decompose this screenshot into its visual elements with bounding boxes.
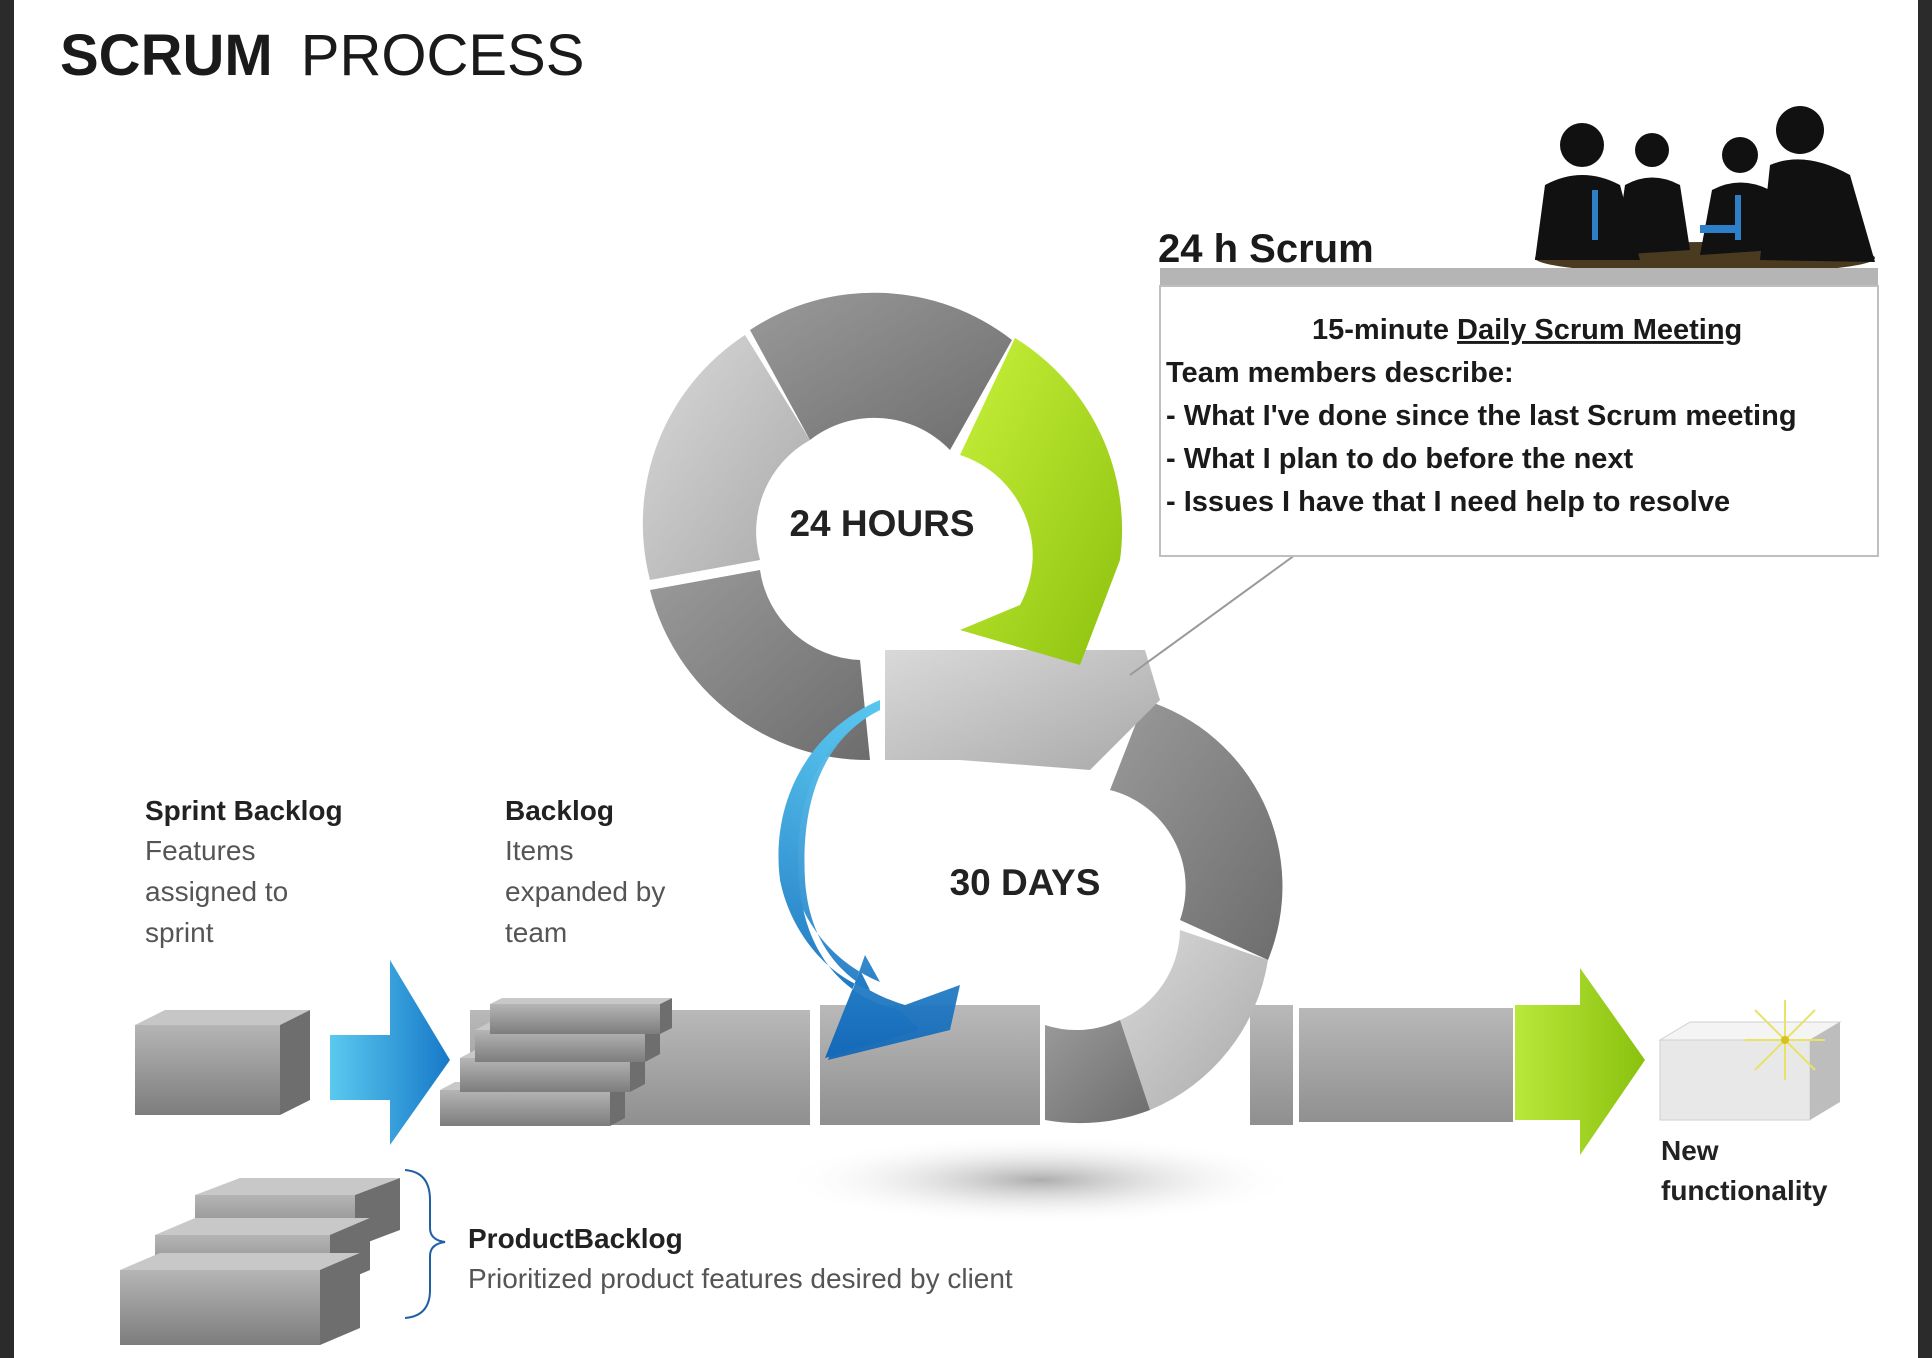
scrum-box-line5: - Issues I have that I need help to reso… bbox=[1166, 486, 1730, 518]
twenty-four-hour-loop bbox=[642, 292, 1123, 761]
cycle-label-24-hours: 24 HOURS bbox=[789, 503, 974, 544]
callout-connector bbox=[1129, 554, 1296, 676]
product-backlog-stack bbox=[120, 1178, 400, 1345]
cycle-label-30-days: 30 DAYS bbox=[950, 862, 1101, 903]
new-functionality-line2: functionality bbox=[1661, 1175, 1828, 1206]
blue-right-arrow bbox=[330, 960, 450, 1145]
sprint-backlog-line2: assigned to bbox=[145, 876, 288, 907]
product-backlog-heading: ProductBacklog bbox=[468, 1223, 683, 1254]
spark-icon bbox=[1745, 1000, 1825, 1080]
thirty-day-loop bbox=[885, 650, 1283, 1124]
product-backlog-text: Prioritized product features desired by … bbox=[468, 1263, 1013, 1294]
scrum-box-line1: 15-minute Daily Scrum Meeting bbox=[1312, 314, 1742, 346]
sprint-backlog-line1: Features bbox=[145, 835, 256, 866]
backlog-heading: Backlog bbox=[505, 795, 614, 826]
scrum-box-line2: Team members describe: bbox=[1166, 357, 1514, 389]
new-functionality-line1: New bbox=[1661, 1135, 1719, 1166]
green-right-arrow bbox=[1515, 968, 1645, 1155]
sprint-backlog-box bbox=[135, 1010, 310, 1115]
backlog-line2: expanded by bbox=[505, 876, 665, 907]
meeting-people-icon bbox=[1535, 106, 1875, 274]
product-backlog-brace bbox=[404, 1169, 446, 1319]
daily-scrum-meeting-link: Daily Scrum Meeting bbox=[1457, 314, 1742, 346]
blue-arrow-body bbox=[789, 705, 960, 1060]
sprint-backlog-line3: sprint bbox=[145, 917, 214, 948]
backlog-line1: Items bbox=[505, 835, 573, 866]
title-rest: PROCESS bbox=[301, 23, 585, 88]
scrum-box-line1-prefix: 15-minute bbox=[1312, 314, 1457, 346]
backlog-line3: team bbox=[505, 917, 567, 948]
scrum-box-line4: - What I plan to do before the next bbox=[1166, 443, 1634, 475]
scrum-box-header-bar bbox=[1160, 268, 1878, 286]
loop-shadow bbox=[780, 1135, 1300, 1225]
scrum-box-heading: 24 h Scrum bbox=[1158, 227, 1374, 271]
scrum-box-line3: - What I've done since the last Scrum me… bbox=[1166, 400, 1797, 432]
backlog-items-stack bbox=[440, 998, 672, 1126]
page-title: SCRUM PROCESS bbox=[60, 23, 584, 88]
title-bold: SCRUM bbox=[60, 23, 273, 88]
new-functionality-box bbox=[1658, 1021, 1842, 1121]
scrum-box bbox=[1159, 285, 1879, 557]
sprint-backlog-heading: Sprint Backlog bbox=[145, 795, 343, 826]
